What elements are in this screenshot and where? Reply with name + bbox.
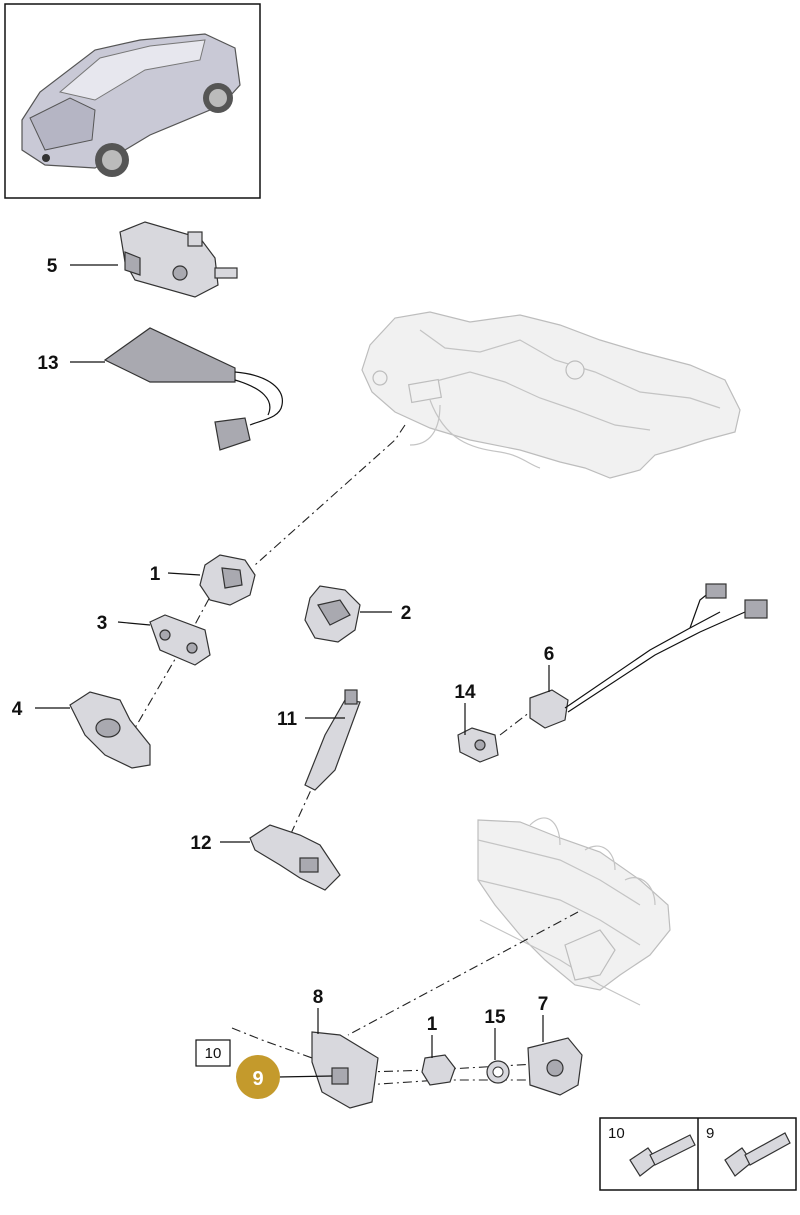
part-2-sensor-housing[interactable] xyxy=(304,585,361,643)
callout-2[interactable]: 2 xyxy=(401,603,412,624)
part-4-mount[interactable] xyxy=(69,691,151,769)
part-5-control-unit[interactable] xyxy=(119,221,238,298)
part-3-bracket[interactable] xyxy=(149,614,211,666)
vehicle-overview-icon xyxy=(21,33,241,177)
part-14-bracket[interactable] xyxy=(457,727,499,763)
part-8-carrier[interactable] xyxy=(311,1031,379,1109)
callout-leaders xyxy=(35,264,550,1078)
assembly-lines xyxy=(134,424,579,1086)
fastener-legend: 10 9 xyxy=(599,1117,797,1191)
callout-13[interactable]: 13 xyxy=(37,353,58,374)
part-7-cover[interactable] xyxy=(527,1037,583,1096)
legend-label-10: 10 xyxy=(608,1125,625,1142)
part-13-antenna-pad[interactable] xyxy=(103,327,283,451)
part-11-rod-sensor[interactable] xyxy=(304,689,361,791)
callout-1-lower[interactable]: 1 xyxy=(427,1014,438,1035)
callout-9-highlight[interactable]: 9 xyxy=(236,1055,280,1099)
callout-1-upper[interactable]: 1 xyxy=(150,564,161,585)
callout-8[interactable]: 8 xyxy=(313,987,324,1008)
callout-15[interactable]: 15 xyxy=(484,1007,506,1028)
callout-4[interactable]: 4 xyxy=(12,699,23,720)
callout-11[interactable]: 11 xyxy=(277,709,298,730)
vehicle-thumbnail[interactable] xyxy=(4,3,261,199)
part-15-ring[interactable] xyxy=(486,1060,510,1084)
legend-label-9: 9 xyxy=(706,1125,714,1142)
callout-12[interactable]: 12 xyxy=(190,833,211,854)
callout-10-box[interactable]: 10 xyxy=(195,1039,231,1067)
bolt-icon[interactable] xyxy=(629,1134,696,1177)
part-12-holder[interactable] xyxy=(249,824,341,891)
callout-14[interactable]: 14 xyxy=(454,682,476,703)
background-assembly-upper xyxy=(361,311,741,479)
part-1-sensor-lower[interactable] xyxy=(421,1054,456,1086)
callout-10: 10 xyxy=(205,1045,222,1062)
callout-7[interactable]: 7 xyxy=(538,994,549,1015)
bolt-icon[interactable] xyxy=(724,1132,791,1177)
callout-6[interactable]: 6 xyxy=(544,644,555,665)
callout-3[interactable]: 3 xyxy=(97,613,108,634)
callout-9: 9 xyxy=(252,1068,263,1090)
callouts: 5 13 1 2 3 4 14 6 11 12 8 1 15 7 xyxy=(12,256,555,1035)
callout-5[interactable]: 5 xyxy=(47,256,58,277)
background-assembly-lower xyxy=(477,817,671,1006)
part-6-sensor-harness[interactable] xyxy=(529,583,768,729)
part-1-sensor-upper[interactable] xyxy=(199,554,256,606)
